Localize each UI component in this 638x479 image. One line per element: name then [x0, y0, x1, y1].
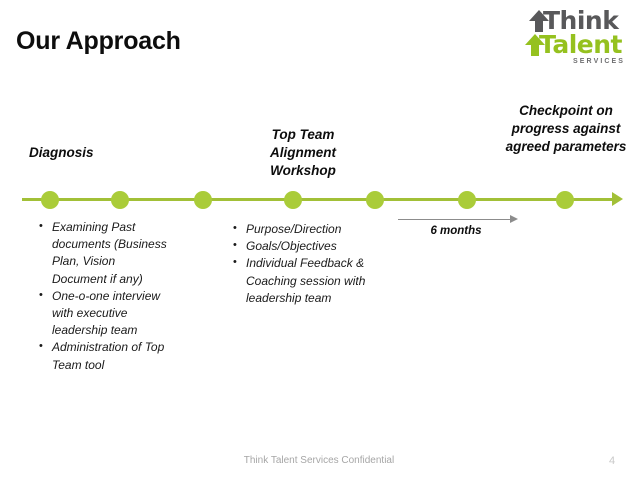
list-item: Goals/Objectives: [232, 237, 377, 255]
footer-confidentiality-notice: Think Talent Services Confidential: [243, 455, 395, 466]
stage-bullets-diagnosis: Examining Past documents (Business Plan,…: [38, 218, 168, 374]
footer-page-number: 4: [608, 455, 616, 467]
timeline-milestone-dot: [194, 191, 212, 209]
list-item: Purpose/Direction: [232, 220, 377, 238]
up-arrow-icon: [525, 34, 545, 56]
up-arrow-icon: [529, 10, 549, 32]
logo-word-think: Think: [543, 6, 619, 35]
timeline-arrow-icon: [612, 192, 623, 206]
timeline-milestone-dot: [366, 191, 384, 209]
logo-word-services: SERVICES: [573, 58, 626, 65]
list-item: Examining Past documents (Business Plan,…: [38, 218, 168, 288]
list-item: Administration of Top Team tool: [38, 338, 168, 373]
stage-label-top-team-alignment-workshop: Top Team Alignment Workshop: [270, 127, 336, 178]
stage-label-checkpoint: Checkpoint on progress against agreed pa…: [505, 103, 627, 154]
think-talent-services-logo: Think Talent SERVICES: [521, 8, 631, 74]
timeline-milestone-dot: [284, 191, 302, 209]
stage-bullets-workshop: Purpose/Direction Goals/Objectives Indiv…: [232, 220, 377, 307]
list-item: One-o-one interview with executive leade…: [38, 287, 168, 340]
timeline-milestone-dot: [41, 191, 59, 209]
stage-label-diagnosis: Diagnosis: [29, 145, 94, 160]
list-item: Individual Feedback & Coaching session w…: [232, 254, 377, 307]
logo-word-talent: Talent: [539, 30, 622, 59]
duration-label: 6 months: [430, 225, 482, 237]
duration-line: [398, 219, 514, 220]
duration-annotation: 6 months: [398, 215, 524, 247]
page-title: Our Approach: [16, 27, 181, 55]
timeline-milestone-dot: [556, 191, 574, 209]
timeline-milestone-dot: [458, 191, 476, 209]
timeline-milestone-dot: [111, 191, 129, 209]
timeline-axis: [22, 198, 620, 201]
duration-arrow-icon: [510, 215, 518, 223]
